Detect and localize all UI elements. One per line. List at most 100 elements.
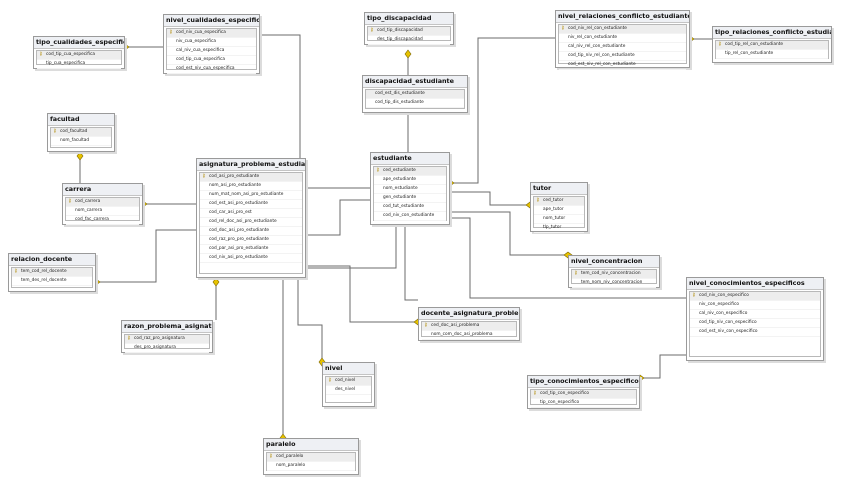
column-row[interactable]: nom_tutor (534, 215, 584, 224)
table-tipo-cualidades-especificas[interactable]: tipo_cualidades_especificas⚷cod_tip_cua_… (33, 36, 125, 69)
column-row[interactable]: cod_est_niv_rel_con_estudiante (559, 61, 686, 70)
column-row[interactable]: cal_niv_con_especifico (690, 310, 820, 319)
column-row[interactable]: niv_rel_con_estudiante (559, 34, 686, 43)
primary-key-icon: ⚷ (536, 197, 540, 203)
column-row[interactable]: ⚷ced_tutor (534, 197, 584, 206)
column-row[interactable]: des_pro_asignatura (125, 344, 209, 353)
column-row[interactable]: ⚷cod_paralelo (267, 453, 355, 462)
column-name: nom_carrera (75, 208, 103, 213)
table-razon-problema-asignatura[interactable]: razon_problema_asignatura⚷cod_raz_pro_as… (121, 320, 213, 353)
table-nivel-concentracion[interactable]: nivel_concentracion⚷tem_cod_niv_concentr… (568, 255, 660, 288)
column-row[interactable]: cod_tip_dis_estudiante (366, 99, 464, 108)
column-row[interactable]: ⚷tem_cod_niv_concentracion (572, 270, 656, 279)
column-row[interactable]: cod_tip_niv_con_especifico (690, 319, 820, 328)
table-docente-asignatura-problema[interactable]: docente_asignatura_problema⚷ced_doc_asi_… (418, 307, 520, 341)
column-row[interactable]: cod_est_niv_cua_especifica (167, 65, 256, 74)
column-row[interactable]: tem_des_rel_docente (12, 277, 92, 286)
column-name: ced_estudiante (383, 168, 416, 173)
column-row[interactable]: ⚷cod_niv_cua_especifica (167, 29, 256, 38)
column-row[interactable]: ⚷cod_nivel (326, 377, 371, 386)
table-nivel-conocimientos-especificos[interactable]: nivel_conocimientos_especificos⚷cod_niv_… (686, 277, 824, 361)
column-row[interactable]: niv_cua_especifica (167, 38, 256, 47)
column-row[interactable]: nom_carrera (66, 207, 139, 216)
table-tipo-conocimientos-especificos[interactable]: tipo_conocimientos_especificos⚷cod_tip_c… (527, 375, 640, 409)
table-nivel-cualidades-especificas[interactable]: nivel_cualidades_especificas⚷cod_niv_cua… (163, 14, 260, 74)
column-row[interactable]: cod_niv_con_estudiante (374, 212, 446, 221)
column-row[interactable]: cod_rel_doc_asi_pro_estudiante (200, 218, 302, 227)
column-row[interactable]: des_tip_discapacidad (368, 36, 450, 45)
column-row[interactable]: ⚷cod_raz_pro_asignatura (125, 335, 209, 344)
column-name: gen_estudiante (383, 195, 417, 200)
column-row[interactable]: cod_raz_pro_pro_estudiante (200, 236, 302, 245)
column-row[interactable]: cal_niv_rel_con_estudiante (559, 43, 686, 52)
column-row[interactable]: ⚷cod_tip_con_especifico (531, 390, 636, 399)
column-row[interactable]: cal_niv_cua_especifica (167, 47, 256, 56)
column-row[interactable]: ⚷cod_tip_rel_con_estudiante (716, 41, 828, 50)
column-row[interactable]: nom_asi_pro_estudiante (200, 182, 302, 191)
column-row[interactable]: ⚷cod_carrera (66, 198, 139, 207)
column-row[interactable]: cod_tip_cua_especifica (167, 56, 256, 65)
column-name: ape_tutor (543, 207, 564, 212)
column-row[interactable]: nom_facultad (51, 137, 111, 146)
column-row[interactable]: des_nivel (326, 386, 371, 395)
primary-key-icon: ⚷ (53, 128, 57, 134)
table-title: tutor (531, 183, 587, 195)
column-row[interactable]: cod_doc_asi_pro_estudiante (200, 227, 302, 236)
column-row[interactable]: nom_paralelo (267, 462, 355, 471)
column-row[interactable]: num_mat_nom_asi_pro_estudiante (200, 191, 302, 200)
table-nivel-relaciones-conflicto-estudiante[interactable]: nivel_relaciones_conflicto_estudiante⚷co… (555, 10, 690, 70)
column-row[interactable]: cod_est_dis_estudiante (366, 90, 464, 99)
table-asignatura-problema-estudiante[interactable]: asignatura_problema_estudiante⚷cod_asi_p… (196, 158, 306, 278)
column-row[interactable]: cod_fac_carrera (66, 216, 139, 225)
column-row[interactable]: cod_tip_niv_rel_con_estudiante (559, 52, 686, 61)
column-name: ape_estudiante (383, 177, 417, 182)
column-row[interactable]: nom_com_doc_asi_problema (422, 331, 516, 340)
column-row[interactable]: cod_est_asi_pro_estudiante (200, 200, 302, 209)
column-row[interactable]: ⚷ced_estudiante (374, 167, 446, 176)
column-row[interactable]: tlp_tutor (534, 224, 584, 233)
column-row[interactable]: niv_con_especifico (690, 301, 820, 310)
column-row[interactable]: ⚷cod_niv_rel_con_estudiante (559, 25, 686, 34)
column-row[interactable]: tip_cua_especifica (37, 60, 121, 69)
column-row[interactable]: ⚷cod_tip_discapacidad (368, 27, 450, 36)
column-row[interactable]: gen_estudiante (374, 194, 446, 203)
column-row[interactable]: cod_niv_asi_pro_estudiante (200, 254, 302, 263)
column-name: cod_carrera (75, 199, 101, 204)
primary-key-icon: ⚷ (370, 27, 374, 33)
column-row[interactable]: cod_car_asi_pro_est (200, 209, 302, 218)
column-row[interactable]: ⚷cod_tip_cua_especifica (37, 51, 121, 60)
column-name: cod_tip_rel_con_estudiante (725, 42, 784, 47)
column-row[interactable]: cod_par_asi_pro_estudiante (200, 245, 302, 254)
column-name: tip_con_especifico (540, 400, 580, 405)
column-row[interactable]: cod_tut_estudiante (374, 203, 446, 212)
column-name: ced_tutor (543, 198, 564, 203)
column-row[interactable]: ⚷cod_asi_pro_estudiante (200, 173, 302, 182)
column-row[interactable]: cod_est_niv_con_especifico (690, 328, 820, 337)
column-row[interactable]: tip_rel_con_estudiante (716, 50, 828, 59)
column-row[interactable]: ape_tutor (534, 206, 584, 215)
primary-key-icon: ⚷ (376, 167, 380, 173)
table-tipo-relaciones-conflicto-estudiante[interactable]: tipo_relaciones_conflicto_estudiante⚷cod… (712, 26, 832, 63)
column-row[interactable]: ⚷cod_facultad (51, 128, 111, 137)
column-row[interactable]: ⚷tem_cod_rel_docente (12, 268, 92, 277)
column-row[interactable]: tem_nom_niv_concentracion (572, 279, 656, 288)
column-row[interactable]: ⚷ced_doc_asi_problema (422, 322, 516, 331)
column-row[interactable]: tip_con_especifico (531, 399, 636, 408)
column-row[interactable]: ⚷cod_niv_con_especifico (690, 292, 820, 301)
primary-key-icon: ⚷ (127, 335, 131, 341)
column-row[interactable]: nom_estudiante (374, 185, 446, 194)
column-row[interactable]: ape_estudiante (374, 176, 446, 185)
rel-nivel-cualidades-estudiante (260, 34, 370, 189)
column-name: des_tip_discapacidad (377, 37, 423, 42)
